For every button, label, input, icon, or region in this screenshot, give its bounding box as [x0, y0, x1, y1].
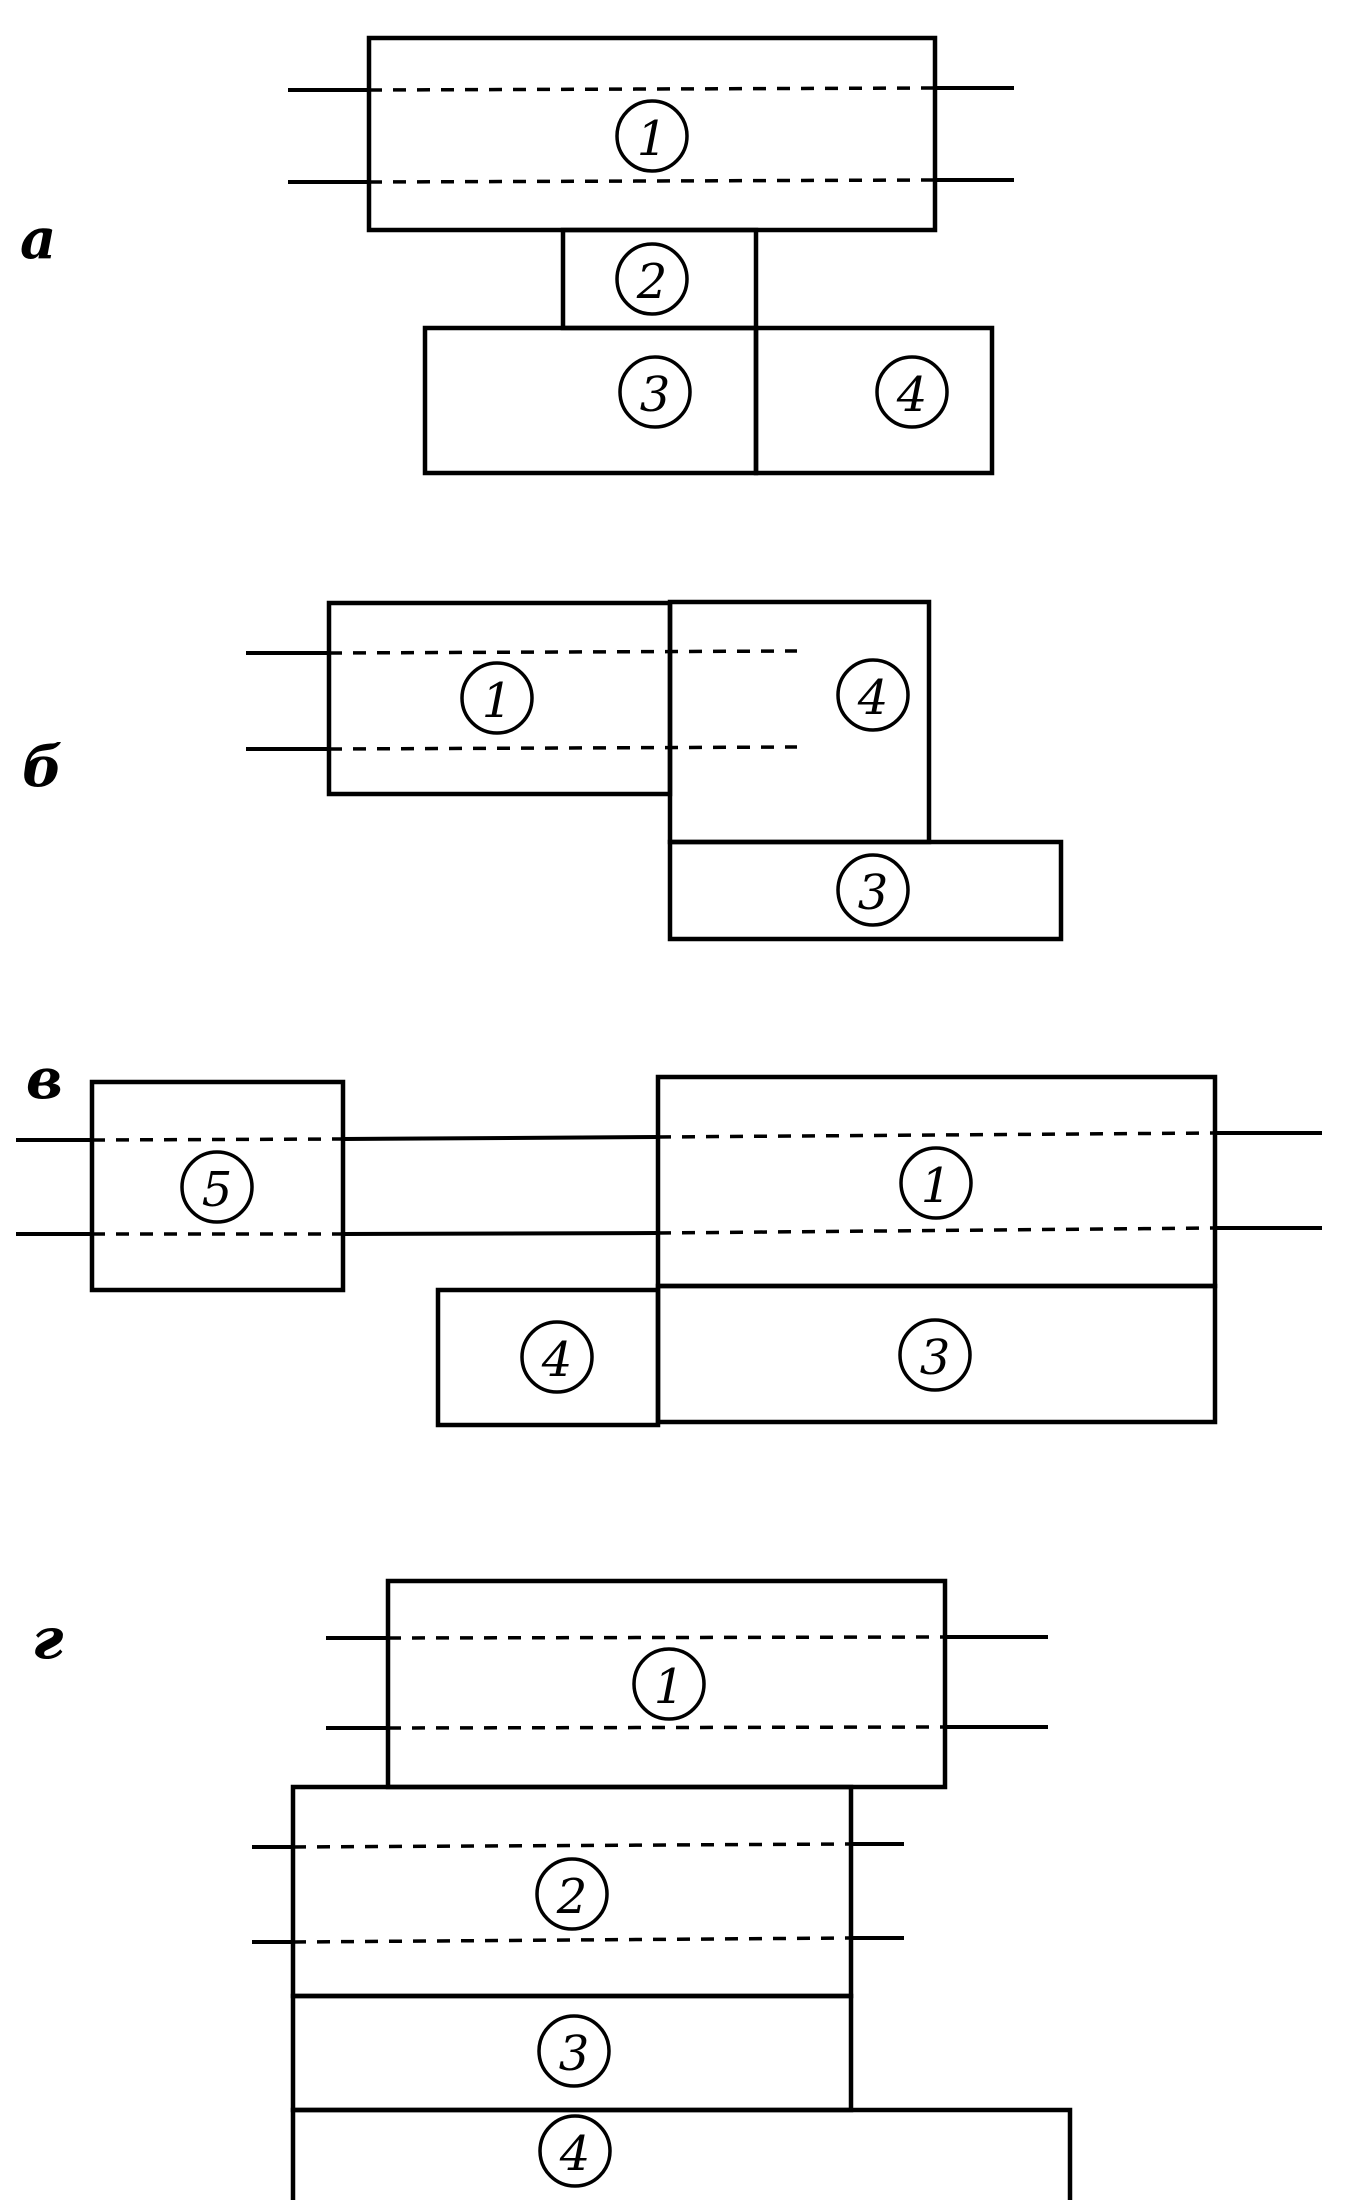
dash-g-2-top	[292, 1842, 852, 1849]
dash-a-bottom	[368, 178, 936, 184]
svg-text:2: 2	[556, 1869, 588, 1925]
dash-v-1-bottom	[657, 1226, 1216, 1235]
dash-v-5-top	[91, 1137, 344, 1142]
svg-text:1: 1	[637, 111, 668, 167]
svg-text:1: 1	[482, 673, 513, 729]
svg-text:3: 3	[640, 367, 671, 423]
badge-b-3: 3	[836, 853, 910, 927]
panel-label-a: а	[20, 206, 56, 272]
badge-a-3: 3	[618, 355, 692, 429]
badge-a-2: 2	[615, 242, 689, 316]
dash-b-bottom	[328, 745, 798, 751]
svg-text:4: 4	[857, 670, 889, 726]
badge-v-3: 3	[898, 1318, 972, 1392]
dash-g-1-bottom	[387, 1725, 946, 1730]
svg-text:3: 3	[559, 2026, 590, 2082]
badge-g-4: 4	[538, 2114, 612, 2188]
badge-a-1: 1	[615, 99, 689, 173]
block-v-5	[89, 1079, 346, 1293]
block-g-4	[290, 2107, 1073, 2200]
panel-g: г 1 2 3 4	[32, 1578, 1073, 2200]
panel-label-b: б	[22, 734, 62, 800]
svg-text:2: 2	[636, 254, 668, 310]
dash-g-1-top	[387, 1635, 946, 1640]
block-b-3	[667, 839, 1064, 942]
svg-text:5: 5	[202, 1162, 233, 1218]
badge-g-3: 3	[537, 2014, 611, 2088]
panel-label-g: г	[32, 1606, 64, 1672]
badge-a-4: 4	[875, 355, 949, 429]
badge-v-1: 1	[899, 1146, 973, 1220]
badge-v-5: 5	[180, 1150, 254, 1224]
dash-v-1-top	[657, 1131, 1216, 1139]
svg-text:4: 4	[896, 367, 928, 423]
panel-label-v: в	[26, 1046, 63, 1112]
dash-a-top	[368, 86, 936, 92]
svg-text:4: 4	[541, 1332, 573, 1388]
dash-g-2-bottom	[292, 1936, 852, 1944]
badge-b-1: 1	[460, 661, 534, 735]
badge-g-1: 1	[632, 1647, 706, 1721]
badge-g-2: 2	[535, 1857, 609, 1931]
panel-v: в 5 1 4 3	[16, 1046, 1322, 1428]
line-v-link-top	[342, 1135, 659, 1141]
badge-v-4: 4	[520, 1320, 594, 1394]
svg-text:3: 3	[858, 865, 889, 921]
block-a-3	[422, 325, 759, 476]
svg-text:3: 3	[920, 1330, 951, 1386]
panel-a: а 1 2 3 4	[20, 35, 1014, 476]
badge-b-4: 4	[836, 658, 910, 732]
svg-text:1: 1	[654, 1659, 685, 1715]
block-a-4	[753, 325, 995, 476]
block-v-3	[655, 1283, 1218, 1425]
svg-text:4: 4	[559, 2126, 591, 2182]
svg-text:1: 1	[921, 1158, 952, 1214]
line-v-link-bottom	[342, 1231, 659, 1236]
dash-b-top	[328, 649, 798, 655]
panel-b: б 1 4 3	[22, 599, 1064, 942]
